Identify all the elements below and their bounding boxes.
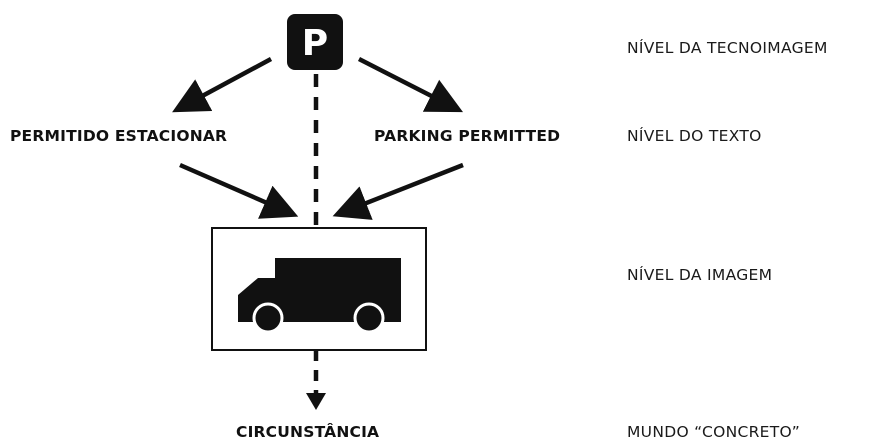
image-frame [211,227,427,351]
arrow-sign-to-right-text [357,56,464,113]
right-text-node: PARKING PERMITTED [374,127,561,145]
level-label-image: NÍVEL DA IMAGEM [627,266,773,284]
arrow-sign-to-left-text [172,57,273,113]
parking-sign-icon: P [287,14,343,70]
parking-sign-letter: P [302,23,328,64]
circumstance-node: CIRCUNSTÂNCIA [236,423,380,441]
left-text-node: PERMITIDO ESTACIONAR [10,127,228,145]
arrow-left-text-to-image [179,162,299,219]
level-label-concrete: MUNDO “CONCRETO” [627,423,801,441]
arrow-right-text-to-image [332,162,464,220]
level-label-text: NÍVEL DO TEXTO [627,127,762,145]
dashed-arrow-head [306,393,326,410]
truck-icon [238,258,401,334]
level-label-technoimage: NÍVEL DA TECNOIMAGEM [627,39,828,57]
